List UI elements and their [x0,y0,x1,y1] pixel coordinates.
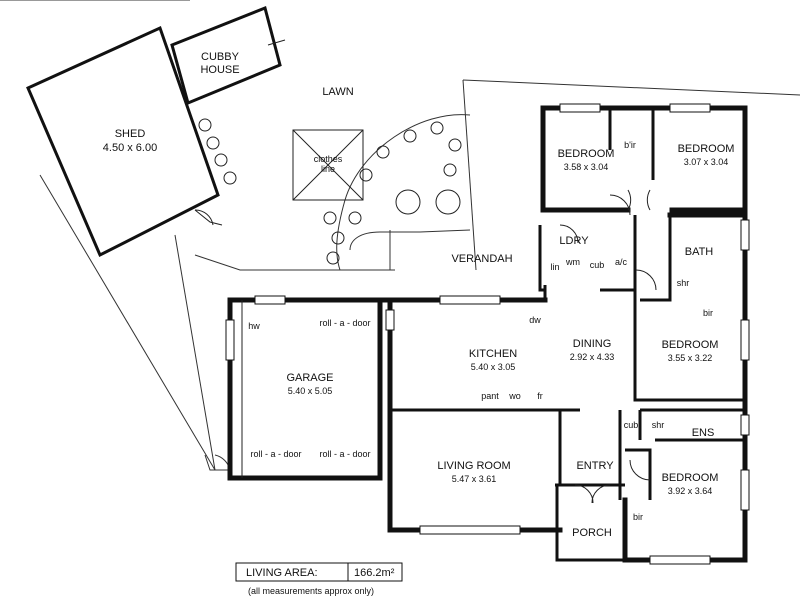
entry-label: ENTRY [576,460,614,472]
ac-label: a/c [615,257,628,267]
measurement-note: (all measurements approx only) [248,586,374,596]
bir-label: b'ir [624,140,636,150]
roll-door-bottom-left-label: roll - a - door [250,449,301,459]
shr-label: shr [677,278,690,288]
porch-label: PORCH [572,527,612,539]
garden-shrubs [198,118,462,265]
cub-label: cub [590,260,605,270]
lin-label: lin [550,262,559,272]
shed: SHED 4.50 x 6.00 [26,25,223,258]
lawn-label: LAWN [322,86,353,98]
shr2-label: shr [652,420,665,430]
cubby-house: CUBBY HOUSE [170,5,286,106]
shed-dims: 4.50 x 6.00 [103,142,157,154]
bedroom2-dims: 3.07 x 3.04 [684,157,729,167]
house-walls [227,105,748,563]
living-area-box: LIVING AREA: 166.2m² (all measurements a… [235,562,403,596]
kitchen-dims: 5.40 x 3.05 [471,362,516,372]
clothes-line-label-2: line [321,164,335,174]
pant-label: pant [481,391,499,401]
bedroom2-label: BEDROOM [678,143,735,155]
living-area-label: LIVING AREA: [246,567,318,579]
dining-label: DINING [573,338,612,350]
fr-label: fr [537,391,543,401]
garage-label: GARAGE [286,372,333,384]
bedroom3-label: BEDROOM [662,339,719,351]
bedroom4-dims: 3.92 x 3.64 [668,486,713,496]
cubby-house-label-1: CUBBY [201,51,240,63]
bir4-label: bir [633,512,643,522]
ens-label: ENS [692,427,715,439]
living-dims: 5.47 x 3.61 [452,474,497,484]
bedroom1-label: BEDROOM [558,148,615,160]
roll-door-top-label: roll - a - door [319,318,370,328]
bath-label: BATH [685,246,714,258]
room-labels: BEDROOM 3.58 x 3.04 BEDROOM 3.07 x 3.04 … [248,140,734,539]
shed-label: SHED [115,128,146,140]
windows [225,103,750,565]
cubby-house-label-2: HOUSE [200,64,239,76]
doors [559,189,657,504]
laundry-label: LDRY [559,235,589,247]
bedroom4-label: BEDROOM [662,472,719,484]
living-area-value: 166.2m² [354,567,395,579]
wo-label: wo [508,391,521,401]
site-boundaries [0,0,800,471]
bedroom3-dims: 3.55 x 3.22 [668,353,713,363]
clothes-line: clothes line [292,129,364,201]
cub2-label: cub [624,420,639,430]
dining-dims: 2.92 x 4.33 [570,352,615,362]
bedroom1-dims: 3.58 x 3.04 [564,162,609,172]
dw-label: dw [529,315,541,325]
wm-label: wm [565,257,580,267]
clothes-line-label-1: clothes [314,154,343,164]
kitchen-label: KITCHEN [469,348,517,360]
verandah-label: VERANDAH [451,253,512,265]
living-label: LIVING ROOM [437,460,510,472]
hw-label: hw [248,321,260,331]
roll-door-bottom-right-label: roll - a - door [319,449,370,459]
garage-dims: 5.40 x 5.05 [288,386,333,396]
bir3-label: bir [703,308,713,318]
